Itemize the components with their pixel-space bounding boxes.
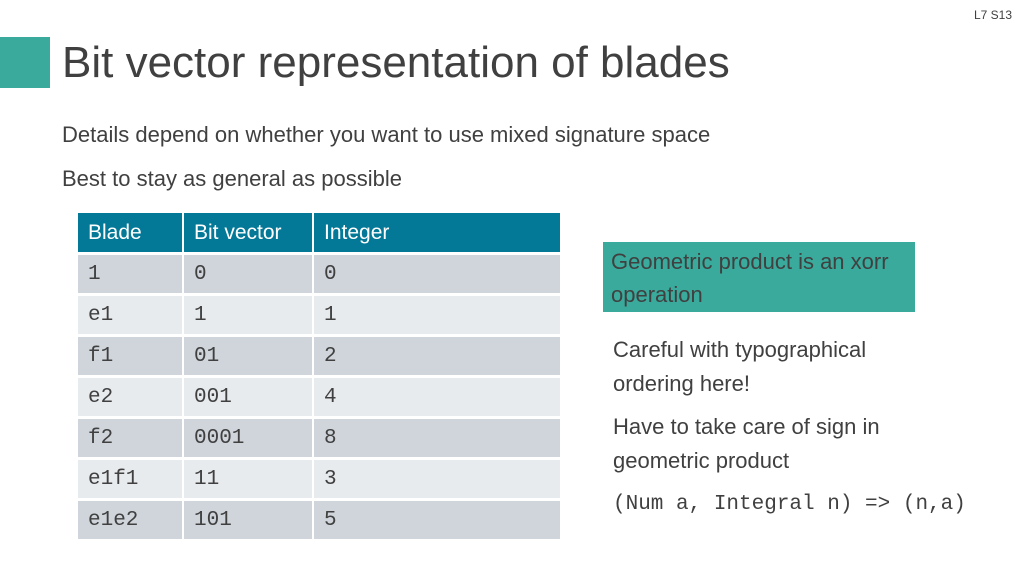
cell-blade: f2 — [78, 416, 184, 459]
cell-blade: e1f1 — [78, 457, 184, 500]
cell-bit-vector: 01 — [183, 334, 314, 377]
title-accent-block — [0, 37, 50, 88]
table-row: 1 0 0 — [78, 252, 560, 295]
bullet-general: Best to stay as general as possible — [62, 166, 402, 191]
cell-bit-vector: 001 — [183, 375, 314, 418]
table-row: e1 1 1 — [78, 293, 560, 336]
table-row: e2 001 4 — [78, 375, 560, 418]
note-typographical-ordering: Careful with typographical ordering here… — [613, 337, 867, 396]
blade-table: Blade Bit vector Integer 1 0 0 e1 1 1 f1… — [78, 213, 560, 539]
geometric-product-callout: Geometric product is an xorr operation — [603, 242, 915, 312]
cell-integer: 0 — [313, 252, 560, 295]
cell-bit-vector: 101 — [183, 498, 314, 539]
cell-blade: e1e2 — [78, 498, 184, 539]
bullet-mixed-signature: Details depend on whether you want to us… — [62, 122, 711, 147]
header-bit-vector: Bit vector — [183, 213, 314, 254]
cell-integer: 4 — [313, 375, 560, 418]
header-blade: Blade — [78, 213, 184, 254]
cell-blade: e1 — [78, 293, 184, 336]
table-row: f1 01 2 — [78, 334, 560, 377]
cell-blade: 1 — [78, 252, 184, 295]
cell-bit-vector: 0001 — [183, 416, 314, 459]
cell-bit-vector: 0 — [183, 252, 314, 295]
slide-title: Bit vector representation of blades — [62, 38, 730, 87]
note-sign: Have to take care of sign in geometric p… — [613, 414, 880, 473]
cell-blade: f1 — [78, 334, 184, 377]
slide-number: L7 S13 — [973, 8, 1012, 22]
cell-blade: e2 — [78, 375, 184, 418]
cell-integer: 2 — [313, 334, 560, 377]
cell-integer: 3 — [313, 457, 560, 500]
table-header-row: Blade Bit vector Integer — [78, 213, 560, 254]
cell-integer: 5 — [313, 498, 560, 539]
cell-integer: 1 — [313, 293, 560, 336]
table-row: e1e2 101 5 — [78, 498, 560, 539]
table-row: e1f1 11 3 — [78, 457, 560, 500]
type-signature-code: (Num a, Integral n) => (n,a) — [613, 493, 966, 516]
cell-bit-vector: 11 — [183, 457, 314, 500]
cell-bit-vector: 1 — [183, 293, 314, 336]
header-integer: Integer — [313, 213, 560, 254]
table-row: f2 0001 8 — [78, 416, 560, 459]
cell-integer: 8 — [313, 416, 560, 459]
